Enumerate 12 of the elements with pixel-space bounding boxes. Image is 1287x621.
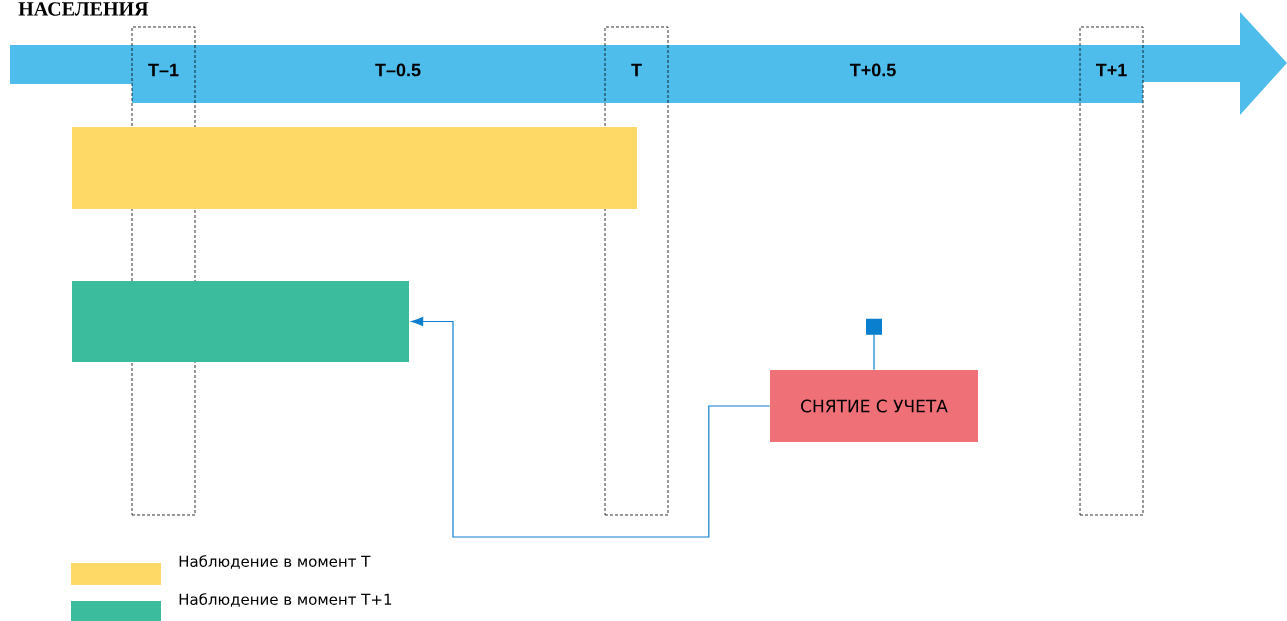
time-point-box: T+1: [1079, 26, 1144, 516]
observation-bar: [72, 127, 637, 209]
event-box: СНЯТИЕ С УЧЕТА: [770, 370, 978, 442]
time-point-box: T: [604, 26, 669, 516]
legend-text: Наблюдение в момент T: [179, 555, 371, 569]
legend-text: Наблюдение в момент T+1: [179, 593, 392, 607]
connector-arrow: [411, 316, 771, 538]
connector-arrow: [866, 318, 882, 371]
observation-bar: [72, 281, 409, 362]
time-label: T+0.5: [849, 63, 896, 77]
title: НАСЕЛЕНИЯ: [18, 2, 149, 16]
time-label: T–0.5: [375, 63, 421, 77]
